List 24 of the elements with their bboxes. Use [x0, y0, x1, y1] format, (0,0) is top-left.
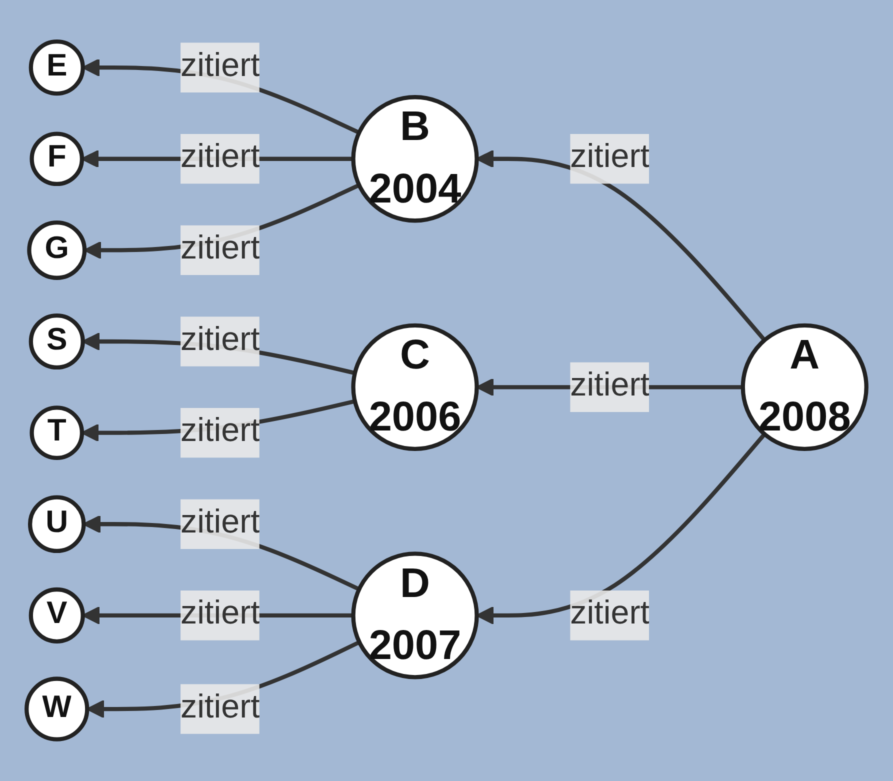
- node-circle: C 2006: [351, 323, 479, 452]
- edge-label: zitiert: [180, 414, 260, 450]
- node-circle: G: [27, 220, 87, 280]
- node-circle: F: [30, 132, 84, 186]
- node-circle: D 2007: [351, 552, 479, 680]
- edge-label: zitiert: [180, 506, 260, 541]
- edge-label: zitiert: [180, 140, 260, 176]
- node-circle: T: [30, 406, 84, 460]
- edge-label: zitiert: [180, 322, 260, 358]
- node-circle: E: [28, 40, 85, 96]
- edge-label: zitiert: [180, 232, 260, 267]
- node-circle: U: [28, 495, 86, 554]
- edge-label: zitiert: [570, 140, 650, 176]
- edge-label: zitiert: [180, 596, 260, 632]
- edge-label: zitiert: [180, 690, 260, 726]
- node-circle: S: [28, 314, 85, 370]
- node-circle: B 2004: [351, 95, 479, 223]
- edge-label: zitiert: [570, 596, 650, 632]
- edge-label: zitiert: [570, 368, 650, 404]
- arrow: [476, 150, 766, 342]
- node-circle: V: [28, 587, 85, 644]
- edge-label: zitiert: [180, 48, 260, 84]
- node-circle: A 2008: [740, 323, 868, 452]
- node-circle: W: [24, 676, 90, 742]
